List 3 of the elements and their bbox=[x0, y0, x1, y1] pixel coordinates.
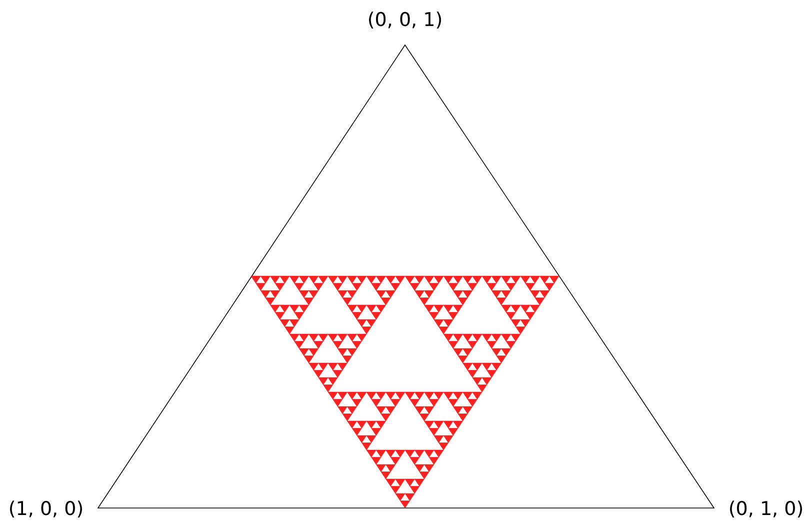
vertex-label: (0, 1, 0) bbox=[728, 498, 804, 520]
vertex-label: (1, 0, 0) bbox=[8, 498, 84, 520]
vertex-label: (0, 0, 1) bbox=[367, 9, 443, 31]
